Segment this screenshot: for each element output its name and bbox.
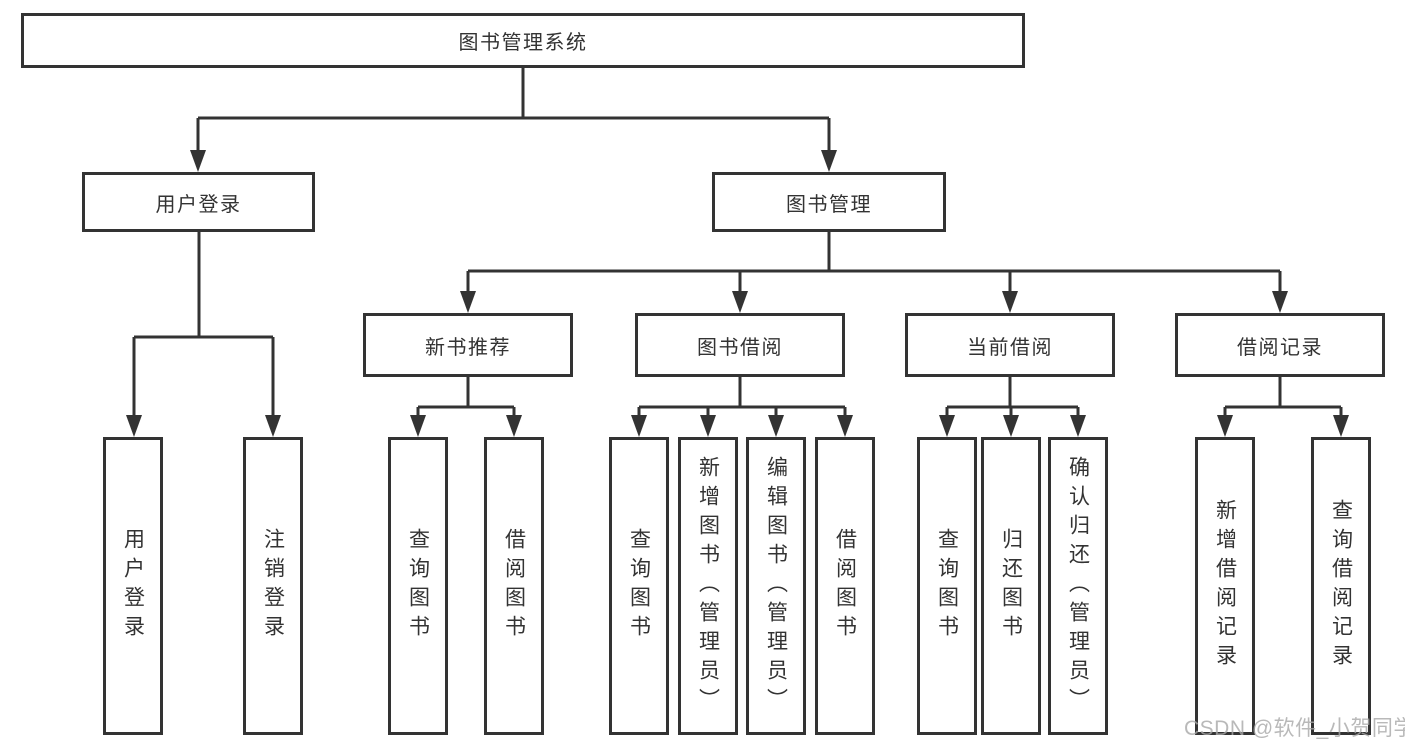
arrowheads-user-login (126, 415, 281, 437)
leaf-recommend-query-books: 查询图书 (388, 437, 448, 735)
arrowheads-book-management (460, 291, 1288, 313)
node-current-borrow: 当前借阅 (905, 313, 1115, 377)
leaf-borrow-add-books-admin: 新增图书（管理员） (678, 437, 738, 735)
connector-current-borrow (945, 377, 1080, 417)
leaf-borrow-edit-books-admin: 编辑图书（管理员） (746, 437, 806, 735)
arrowheads-new-book (410, 415, 522, 437)
leaf-recommend-borrow-books: 借阅图书 (484, 437, 544, 735)
connector-book-management (466, 232, 1282, 293)
arrowheads-book-borrow (631, 415, 853, 437)
arrowheads-current-borrow (939, 415, 1086, 437)
connector-user-login (132, 232, 275, 417)
arrowheads-root (190, 150, 837, 172)
leaf-logout: 注销登录 (243, 437, 303, 735)
leaf-current-confirm-return-admin: 确认归还（管理员） (1048, 437, 1108, 735)
leaf-records-query-record: 查询借阅记录 (1311, 437, 1371, 735)
leaf-borrow-query-books: 查询图书 (609, 437, 669, 735)
connector-root (196, 68, 831, 152)
node-root: 图书管理系统 (21, 13, 1025, 68)
watermark: CSDN @软件_小贺同学 (1184, 717, 1405, 740)
leaf-current-return-books: 归还图书 (981, 437, 1041, 735)
leaf-user-login: 用户登录 (103, 437, 163, 735)
connector-new-book (416, 377, 516, 417)
arrowheads-borrow-records (1217, 415, 1349, 437)
leaf-borrow-borrow-books: 借阅图书 (815, 437, 875, 735)
node-book-management: 图书管理 (712, 172, 946, 232)
connector-book-borrow (637, 377, 847, 417)
leaf-current-query-books: 查询图书 (917, 437, 977, 735)
node-borrow-records: 借阅记录 (1175, 313, 1385, 377)
node-book-borrow: 图书借阅 (635, 313, 845, 377)
leaf-records-add-record: 新增借阅记录 (1195, 437, 1255, 735)
node-new-book-recommend: 新书推荐 (363, 313, 573, 377)
node-user-login: 用户登录 (82, 172, 315, 232)
connector-borrow-records (1223, 377, 1343, 417)
